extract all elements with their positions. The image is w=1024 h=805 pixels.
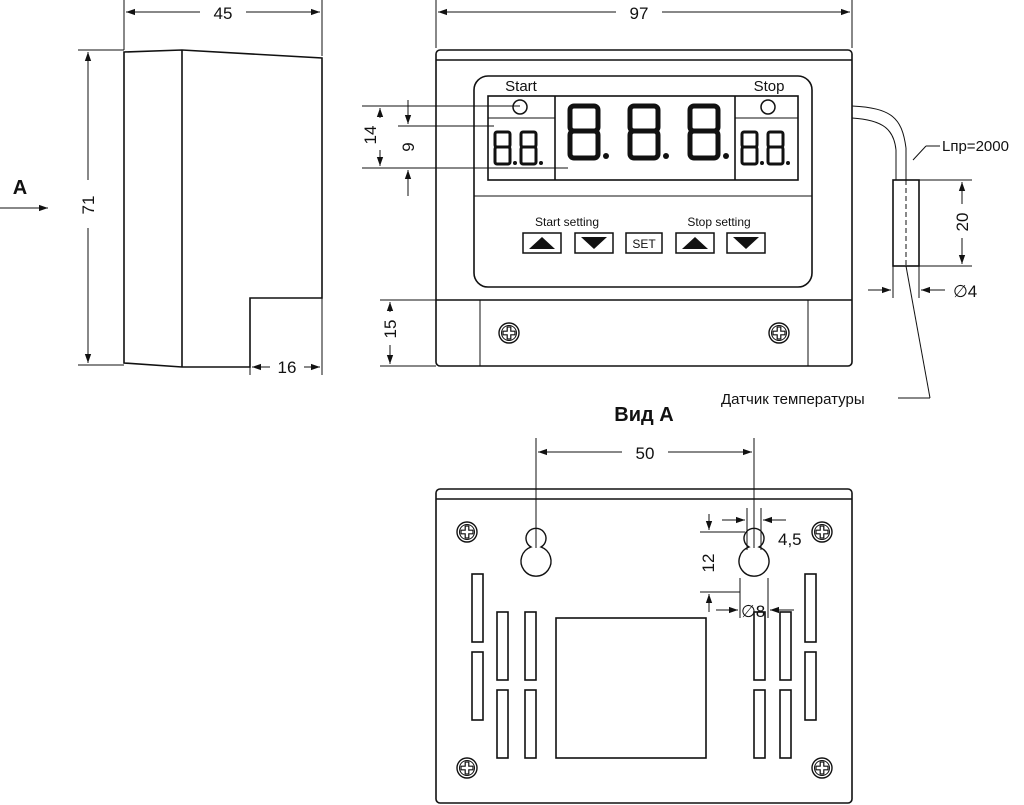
stop-down-button[interactable] <box>726 232 766 254</box>
side-view: 45 71 16 A <box>0 0 323 377</box>
stop-label: Stop <box>754 78 785 95</box>
label-window <box>555 617 707 759</box>
dim-display-height: 14 <box>361 126 380 145</box>
sensor-label: Датчик температуры <box>721 391 865 408</box>
stop-setting-label: Stop setting <box>687 215 750 229</box>
dim-side-height: 71 <box>79 196 98 215</box>
screw-head-icon <box>456 521 478 543</box>
screw-head-icon <box>456 757 478 779</box>
start-indicator-led-icon <box>512 99 528 115</box>
start-up-button[interactable] <box>522 232 562 254</box>
start-down-button[interactable] <box>574 232 614 254</box>
triangle-up-icon <box>682 237 708 249</box>
start-digits <box>493 130 543 166</box>
view-title: Вид А <box>614 404 673 426</box>
dim-lower-panel: 15 <box>381 320 400 339</box>
temperature-sensor: Lпр=2000 20 ∅4 Датчик температуры <box>721 105 1009 408</box>
start-label: Start <box>505 78 538 95</box>
triangle-up-icon <box>529 237 555 249</box>
stop-up-button[interactable] <box>675 232 715 254</box>
triangle-down-icon <box>733 237 759 249</box>
vent-slots-left <box>471 573 537 759</box>
cable-length-label: Lпр=2000 <box>942 138 1009 155</box>
dim-side-step: 16 <box>278 358 297 377</box>
screw-head-icon <box>811 757 833 779</box>
dim-front-width: 97 <box>630 4 649 23</box>
dim-side-width: 45 <box>214 4 233 23</box>
stop-digits <box>740 130 790 166</box>
set-button-label: SET <box>632 237 656 251</box>
dim-slot-height: 12 <box>699 554 718 573</box>
main-digits <box>567 103 729 161</box>
dim-digit-height: 9 <box>399 142 418 151</box>
start-setting-label: Start setting <box>535 215 599 229</box>
vent-slots-right <box>753 573 817 759</box>
screw-head-icon <box>811 521 833 543</box>
dim-hole-spacing: 50 <box>636 444 655 463</box>
dim-probe-diameter: ∅4 <box>953 282 977 301</box>
dim-slot-width: 4,5 <box>778 530 802 549</box>
screw-head-icon <box>498 322 520 344</box>
rear-view: Вид А <box>435 404 853 804</box>
dim-hole-diameter: ∅8 <box>741 602 765 621</box>
screw-head-icon <box>768 322 790 344</box>
dim-probe-length: 20 <box>953 213 972 232</box>
front-view: Start Stop <box>361 0 853 367</box>
set-button[interactable]: SET <box>625 232 663 254</box>
stop-indicator-led-icon <box>760 99 776 115</box>
triangle-down-icon <box>581 237 607 249</box>
view-arrow-label: A <box>13 177 27 199</box>
